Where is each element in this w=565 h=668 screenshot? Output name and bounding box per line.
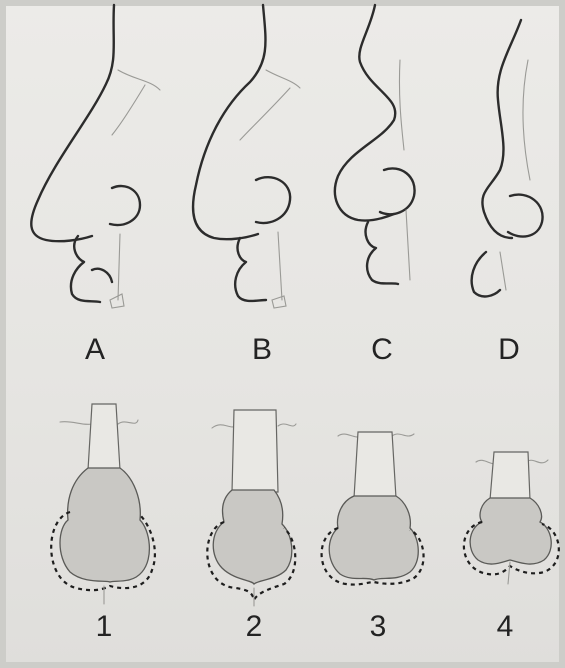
label-4: 4 [497,612,514,642]
label-a: A [85,335,105,365]
label-3: 3 [370,612,387,642]
label-b: B [252,335,272,365]
frontal-2 [207,410,296,606]
profile-a [31,5,160,308]
label-1: 1 [96,612,113,642]
frontal-3 [322,432,424,585]
profile-d [472,20,543,296]
frontal-1 [51,404,155,604]
label-d: D [498,335,520,365]
profile-b [193,5,300,308]
frontal-4 [464,452,559,584]
label-2: 2 [246,612,263,642]
profile-c [335,5,415,284]
label-c: C [371,335,393,365]
